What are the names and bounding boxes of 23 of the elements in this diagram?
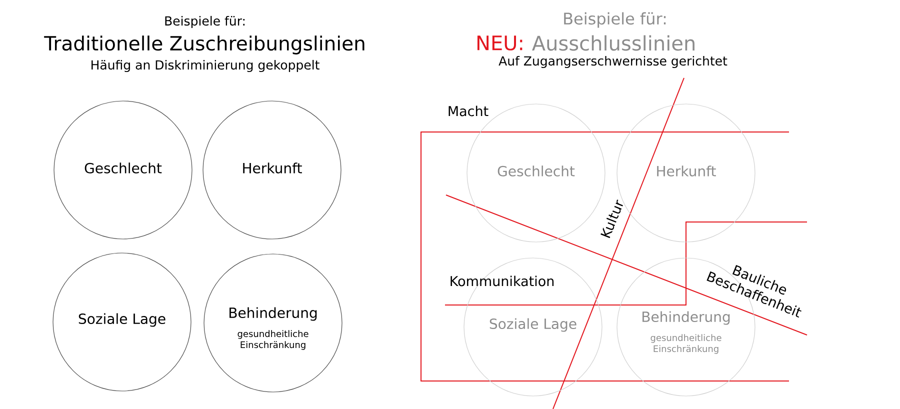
circle-label: Herkunft [243, 162, 302, 174]
circle-label: Soziale Lage [78, 313, 166, 327]
heading: Beispiele für: [564, 12, 666, 28]
new-tag: NEU: [477, 36, 522, 50]
line-label: Kommunikation [450, 276, 554, 286]
subtitle: Auf Zugangserschwernisse gerichtet [498, 56, 728, 68]
circle-label: Geschlecht [498, 166, 575, 176]
circle-sublabel: gesundheitliche Einschränkung [238, 330, 308, 350]
circle-label: Geschlecht [84, 162, 162, 174]
heading: Beispiele für: [165, 16, 245, 28]
circle-label: Soziale Lage [490, 318, 576, 332]
line-label: Macht [448, 106, 488, 116]
circle [54, 100, 192, 240]
circle-label: Behinderung [230, 307, 317, 321]
title: Ausschlusslinien [532, 35, 694, 51]
title: Traditionelle Zuschreibungslinien [44, 36, 364, 54]
circle [202, 100, 342, 240]
line-label: Kultur [600, 200, 623, 238]
circle [204, 254, 342, 392]
circle-sublabel: gesundheitliche Einschränkung [650, 334, 722, 354]
circle-label: Herkunft [657, 166, 716, 176]
subtitle: Häufig an Diskriminierung gekoppelt [92, 60, 320, 72]
circle [52, 252, 192, 392]
